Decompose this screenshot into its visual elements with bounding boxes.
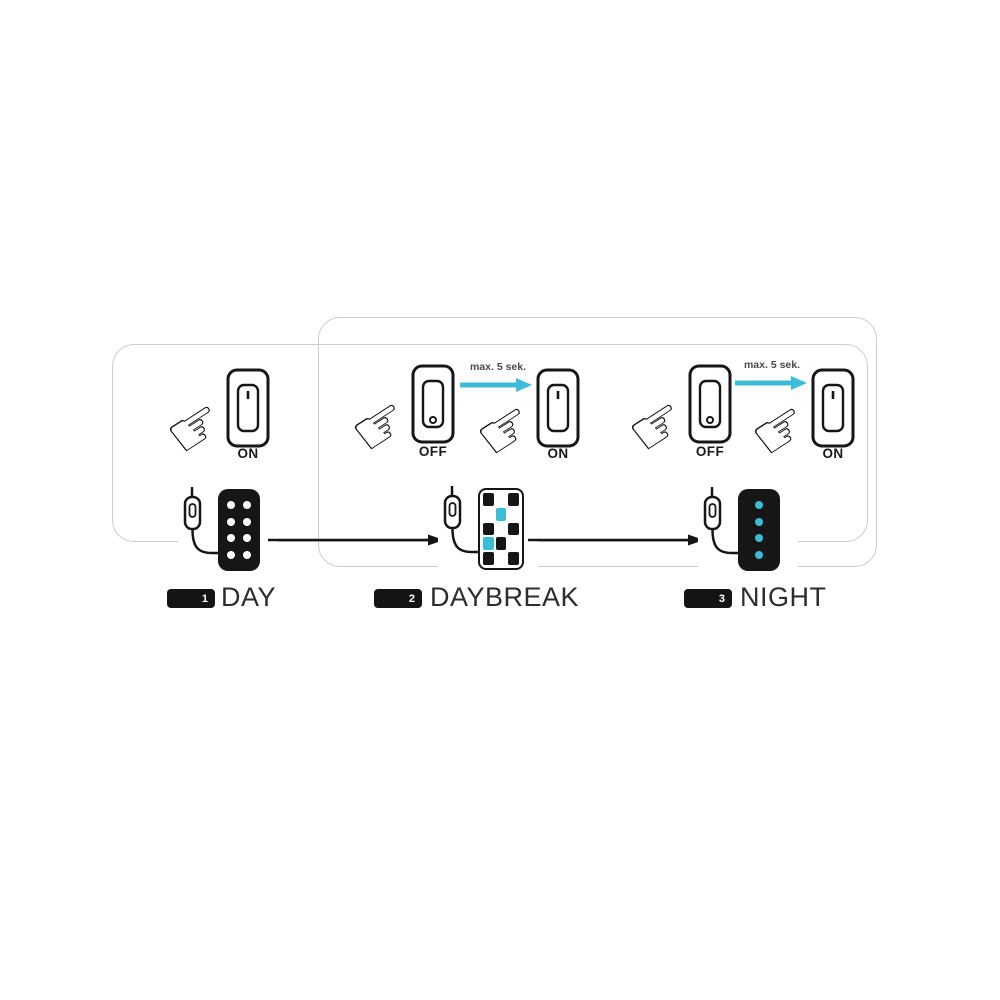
toggle-arrow-icon — [735, 376, 807, 390]
switch-state-label: ON — [822, 446, 844, 461]
rocker-switch-on — [226, 368, 270, 448]
switch-state-label: OFF — [695, 444, 725, 459]
rocker-switch-on — [811, 368, 855, 448]
light-device-day — [178, 487, 278, 575]
switch-state-label: ON — [547, 446, 569, 461]
toggle-arrow-icon — [460, 378, 532, 392]
rocker-switch-off — [688, 364, 732, 444]
light-controller — [478, 488, 524, 570]
switch-state-label: ON — [237, 446, 259, 461]
mode-label-day: DAY — [221, 582, 277, 612]
rocker-switch-off — [411, 364, 455, 444]
step-badge: 3 — [684, 589, 732, 608]
rocker-switch-on — [536, 368, 580, 448]
light-device-night — [698, 487, 798, 575]
step-badge: 2 — [374, 589, 422, 608]
step-badge: 1 — [167, 589, 215, 608]
mode-label-night: NIGHT — [740, 582, 827, 612]
timer-hint: max. 5 sek. — [743, 359, 801, 371]
mode-label-daybreak: DAYBREAK — [430, 582, 580, 612]
flow-arrow — [268, 534, 444, 546]
timer-hint: max. 5 sek. — [469, 361, 527, 373]
diagram-frame-programming — [318, 317, 877, 567]
switch-state-label: OFF — [418, 444, 448, 459]
light-device-daybreak — [438, 486, 538, 574]
light-controller — [738, 489, 780, 571]
flow-arrow — [528, 534, 704, 546]
light-controller — [218, 489, 260, 571]
